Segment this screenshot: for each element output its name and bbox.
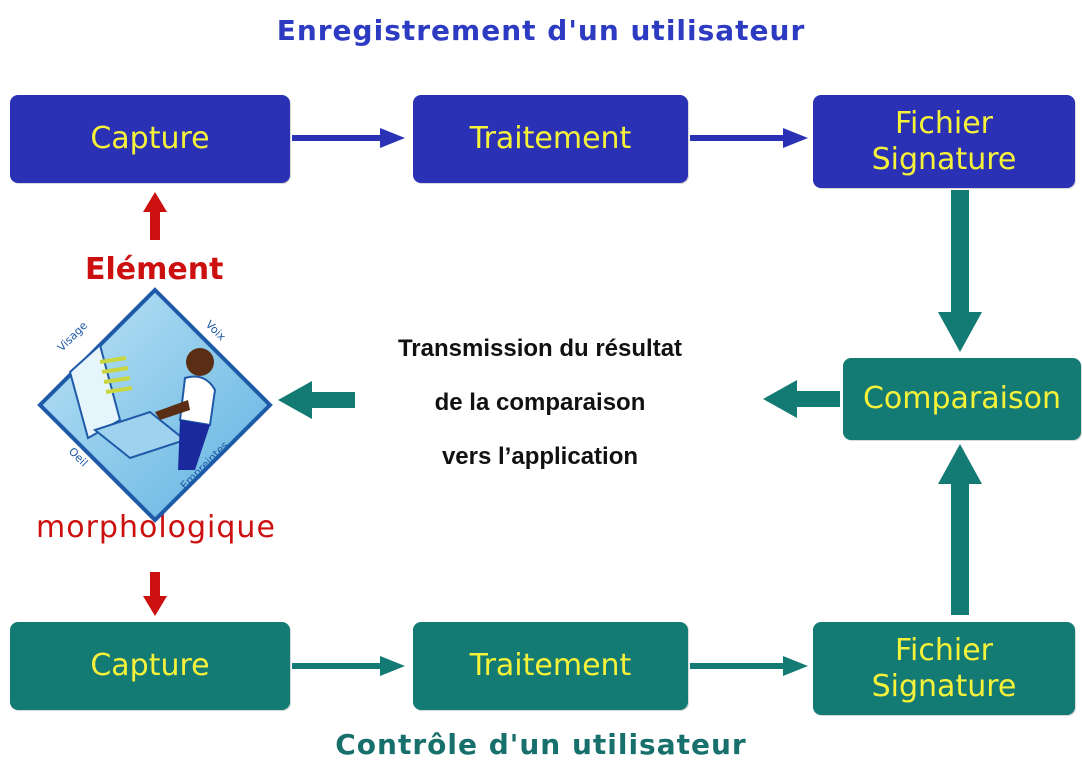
enroll-capture-label: Capture — [90, 121, 210, 156]
control-capture-box: Capture — [10, 622, 290, 710]
transmission-line-3: vers l’application — [441, 443, 639, 470]
transmission-line-2: de la comparaison — [434, 389, 646, 416]
arrow-traitement-to-fichier-top — [690, 128, 808, 148]
control-fichier-signature-box: Fichier Signature — [813, 622, 1075, 715]
transmission-line-1: Transmission du résultat — [397, 335, 683, 362]
control-capture-label: Capture — [90, 648, 210, 683]
control-traitement-label: Traitement — [469, 648, 632, 683]
biometric-user-icon: Visage Voix Oeil Empreintes — [37, 287, 273, 523]
control-title: Contrôle d'un utilisateur — [335, 728, 747, 761]
enroll-fichier-label: Fichier — [894, 105, 994, 141]
arrow-comparaison-to-transmission — [763, 380, 840, 418]
arrow-control-fichier-to-comparaison — [938, 444, 982, 615]
enrollment-title: Enregistrement d'un utilisateur — [276, 14, 806, 47]
control-fichier-label: Fichier — [894, 632, 994, 668]
control-signature-label: Signature — [871, 668, 1017, 704]
arrow-fichier-to-comparaison — [938, 190, 982, 352]
arrow-capture-to-traitement-top — [292, 128, 405, 148]
enroll-fichier-signature-box: Fichier Signature — [813, 95, 1075, 188]
element-label: Elément — [85, 252, 224, 287]
comparaison-box: Comparaison — [843, 358, 1081, 440]
enroll-capture-box: Capture — [10, 95, 290, 183]
arrow-transmission-to-user — [278, 381, 355, 419]
enroll-signature-label: Signature — [871, 141, 1017, 177]
comparaison-label: Comparaison — [862, 381, 1061, 416]
arrow-capture-to-traitement-bottom — [292, 656, 405, 676]
control-traitement-box: Traitement — [413, 622, 688, 710]
red-arrow-down — [143, 572, 167, 616]
arrow-traitement-to-fichier-bottom — [690, 656, 808, 676]
red-arrow-up — [143, 192, 167, 240]
enroll-traitement-box: Traitement — [413, 95, 688, 183]
transmission-text: Transmission du résultat de la comparais… — [330, 322, 750, 484]
visage-label: Visage — [55, 319, 90, 354]
enroll-traitement-label: Traitement — [469, 121, 632, 156]
